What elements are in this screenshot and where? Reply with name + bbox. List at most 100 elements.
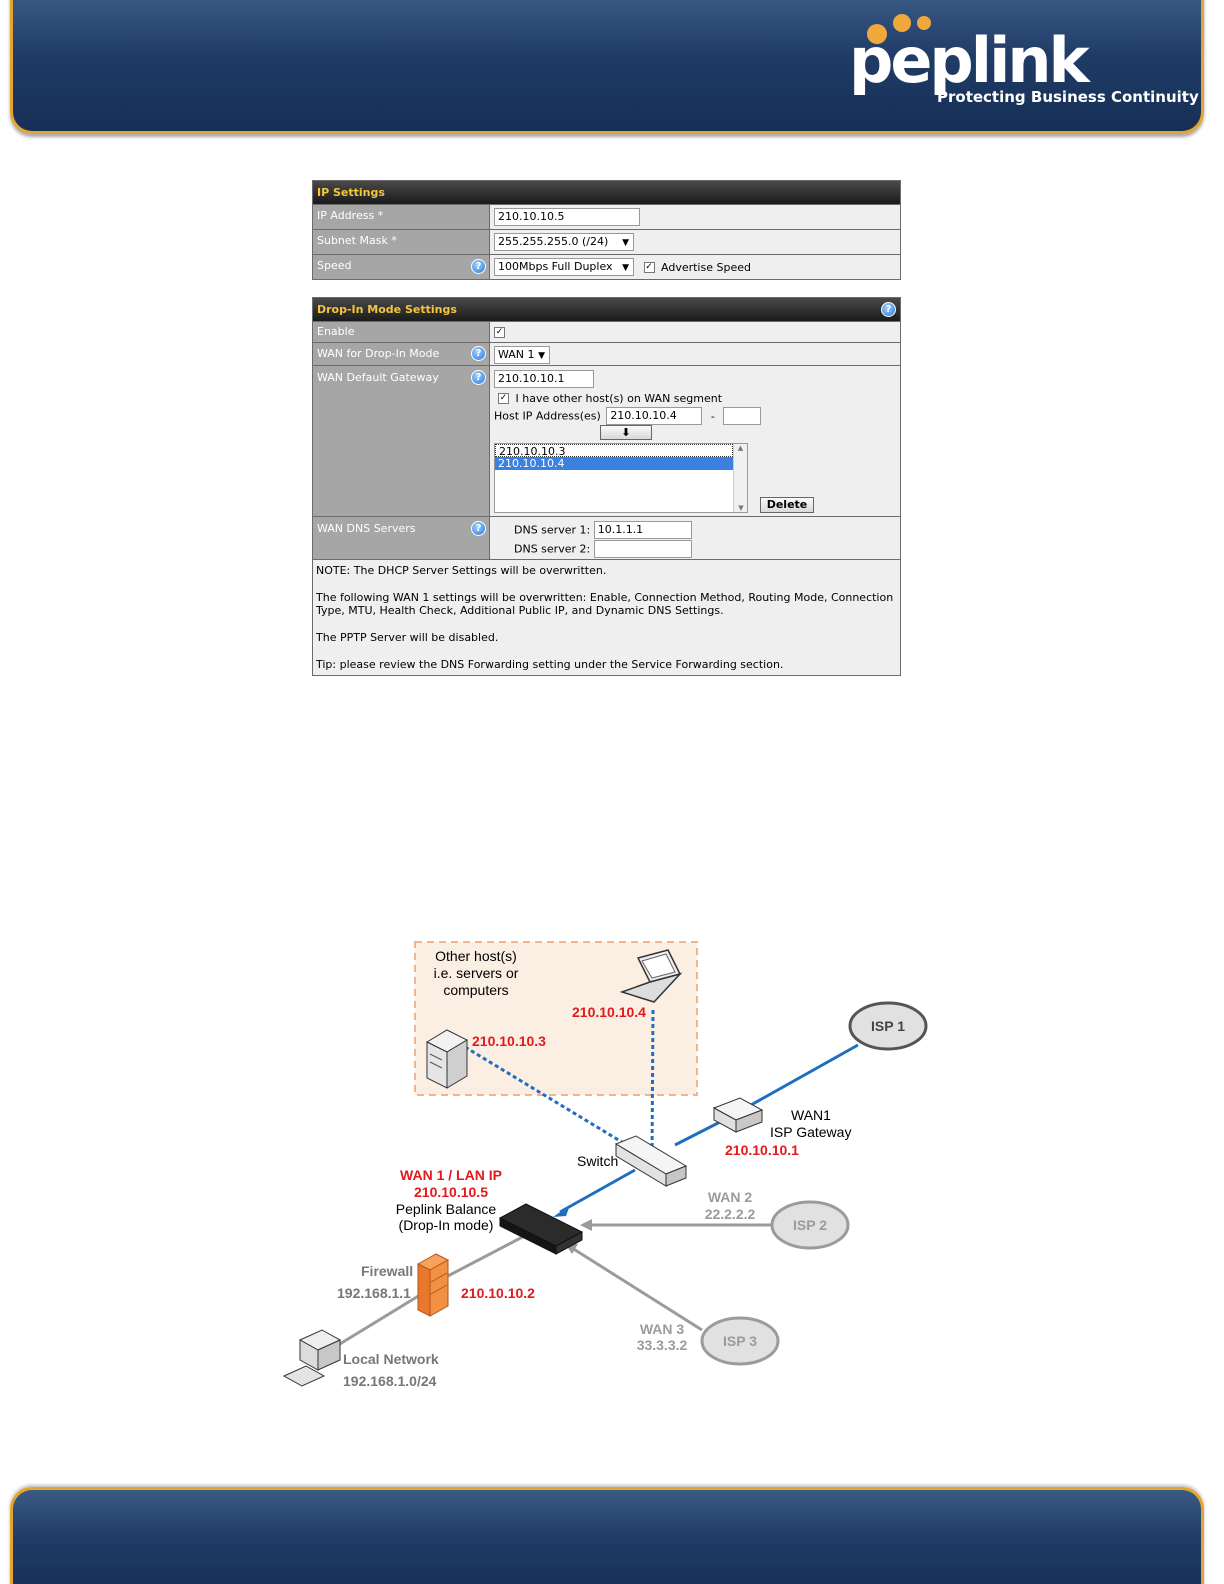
local-network-subnet: 192.168.1.0/24	[343, 1373, 437, 1389]
add-host-button[interactable]: ⬇	[600, 425, 652, 440]
switch-link	[559, 1168, 636, 1214]
dns1-input[interactable]: 10.1.1.1	[593, 521, 692, 539]
speed-select[interactable]: 100Mbps Full Duplex ▼	[494, 258, 634, 276]
subnet-mask-select[interactable]: 255.255.255.0 (/24)▼	[494, 233, 634, 251]
wan2-line-1: WAN 2	[708, 1189, 753, 1205]
local-network-label: Local Network	[343, 1351, 439, 1367]
host-ip-end-input[interactable]	[723, 407, 762, 425]
switch-icon	[614, 1135, 688, 1187]
other-hosts-line-2: i.e. servers or	[434, 965, 519, 981]
advertise-speed-label: Advertise Speed	[661, 260, 751, 274]
chevron-down-icon: ▼	[538, 351, 545, 361]
page-header: peplink Protecting Business Continuity	[10, 0, 1204, 134]
wan3-link	[571, 1246, 703, 1332]
isp3-node	[700, 1316, 780, 1366]
balance-red-line-2: 210.10.10.5	[414, 1184, 488, 1200]
list-item[interactable]: 210.10.10.4	[495, 457, 733, 470]
speed-label: Speed	[317, 259, 352, 272]
gateway-input[interactable]: 210.10.10.1	[494, 370, 594, 388]
ip-settings-title: IP Settings	[313, 181, 900, 204]
firewall-label: Firewall	[361, 1263, 413, 1279]
delete-button[interactable]: Delete	[760, 497, 814, 513]
isp2-label: ISP 2	[793, 1217, 827, 1233]
dropin-settings-title: Drop-In Mode Settings ?	[313, 298, 900, 321]
wan-dropin-label: WAN for Drop-In Mode	[317, 347, 440, 360]
logo-dot	[917, 16, 931, 30]
laptop-icon	[619, 949, 683, 1003]
wan-dropin-select[interactable]: WAN 1▼	[494, 346, 550, 364]
server-icon	[425, 1029, 469, 1089]
help-icon[interactable]: ?	[471, 521, 486, 536]
wan3-line-1: WAN 3	[640, 1321, 685, 1337]
help-icon[interactable]: ?	[471, 259, 486, 274]
logo-dot	[867, 24, 887, 44]
subnet-mask-label: Subnet Mask *	[313, 230, 490, 254]
dns1-label: DNS server 1:	[514, 523, 591, 537]
chevron-down-icon: ▼	[622, 238, 629, 248]
host-list[interactable]: 210.10.10.3 210.10.10.4 ▲ ▼	[494, 443, 748, 513]
gateway-label: WAN Default Gateway	[317, 371, 439, 384]
help-icon[interactable]: ?	[471, 346, 486, 361]
gateway-line-1: WAN1	[791, 1107, 831, 1123]
gateway-link	[674, 1120, 721, 1147]
dns2-input[interactable]	[593, 540, 692, 558]
wan-dropin-value: WAN 1	[498, 348, 535, 361]
firewall-icon	[416, 1253, 450, 1317]
balance-firewall-link	[443, 1230, 533, 1280]
balance-name-line-2: (Drop-In mode)	[399, 1217, 494, 1233]
note-pptp: The PPTP Server will be disabled.	[316, 631, 499, 644]
logo-wordmark: peplink	[849, 24, 1090, 97]
note-wan-settings: The following WAN 1 settings will be ove…	[316, 591, 894, 617]
isp1-node	[848, 1001, 928, 1051]
page-footer	[10, 1487, 1204, 1584]
list-item[interactable]: 210.10.10.3	[495, 444, 733, 458]
wan2-line-2: 22.2.2.2	[705, 1206, 756, 1222]
note-tip: Tip: please review the DNS Forwarding se…	[316, 658, 784, 671]
host-ip-input[interactable]: 210.10.10.4	[606, 407, 703, 425]
host-ip-label: Host IP Address(es)	[494, 409, 601, 423]
balance-red-line-1: WAN 1 / LAN IP	[400, 1167, 502, 1183]
advertise-speed-checkbox[interactable]: ✓	[643, 261, 655, 273]
ip-address-input[interactable]: 210.10.10.5	[494, 208, 640, 226]
help-icon[interactable]: ?	[881, 302, 896, 317]
arrow-down-icon: ⬇	[621, 426, 631, 439]
other-hosts-line-1: Other host(s)	[435, 948, 517, 964]
footer-link[interactable]	[139, 1578, 279, 1584]
note-dhcp: NOTE: The DHCP Server Settings will be o…	[316, 564, 607, 577]
logo-tagline: Protecting Business Continuity	[937, 88, 1199, 106]
help-icon[interactable]: ?	[471, 370, 486, 385]
ip-address-label: IP Address *	[313, 205, 490, 229]
firewall-lan-ip: 192.168.1.1	[337, 1285, 411, 1301]
gateway-line-2: ISP Gateway	[770, 1124, 851, 1140]
chevron-down-icon: ▼	[622, 263, 629, 273]
ip-settings-panel: IP Settings IP Address * 210.10.10.5 Sub…	[312, 180, 901, 280]
balance-device-icon	[498, 1203, 584, 1255]
dns-label: WAN DNS Servers	[317, 522, 416, 535]
range-dash: -	[710, 409, 715, 423]
isp2-node	[770, 1200, 850, 1250]
other-hosts-checkbox[interactable]: ✓	[498, 392, 509, 404]
isp3-label: ISP 3	[723, 1333, 757, 1349]
isp1-label: ISP 1	[871, 1018, 905, 1034]
note-box: NOTE: The DHCP Server Settings will be o…	[313, 559, 900, 675]
balance-name-line-1: Peplink Balance	[396, 1201, 497, 1217]
chevron-up-icon: ▲	[737, 444, 744, 452]
scrollbar[interactable]: ▲ ▼	[733, 444, 747, 512]
computer-icon	[282, 1329, 342, 1387]
firewall-wan-ip: 210.10.10.2	[461, 1285, 535, 1301]
arrow-icon	[553, 1205, 570, 1217]
gateway-ip: 210.10.10.1	[725, 1142, 799, 1158]
other-hosts-line-3: computers	[443, 982, 508, 998]
wan3-line-2: 33.3.3.2	[637, 1337, 688, 1353]
enable-checkbox[interactable]: ✓	[494, 326, 505, 338]
dns2-label: DNS server 2:	[514, 542, 591, 556]
other-hosts-label: I have other host(s) on WAN segment	[515, 391, 723, 405]
laptop-link	[650, 1009, 655, 1156]
speed-value: 100Mbps Full Duplex	[498, 260, 613, 273]
isp1-link	[741, 1043, 859, 1112]
server-ip: 210.10.10.3	[472, 1033, 546, 1049]
laptop-ip: 210.10.10.4	[572, 1004, 646, 1020]
enable-label: Enable	[313, 322, 490, 342]
firewall-lan-link	[329, 1293, 421, 1352]
peplink-logo: peplink Protecting Business Continuity	[843, 8, 1199, 118]
